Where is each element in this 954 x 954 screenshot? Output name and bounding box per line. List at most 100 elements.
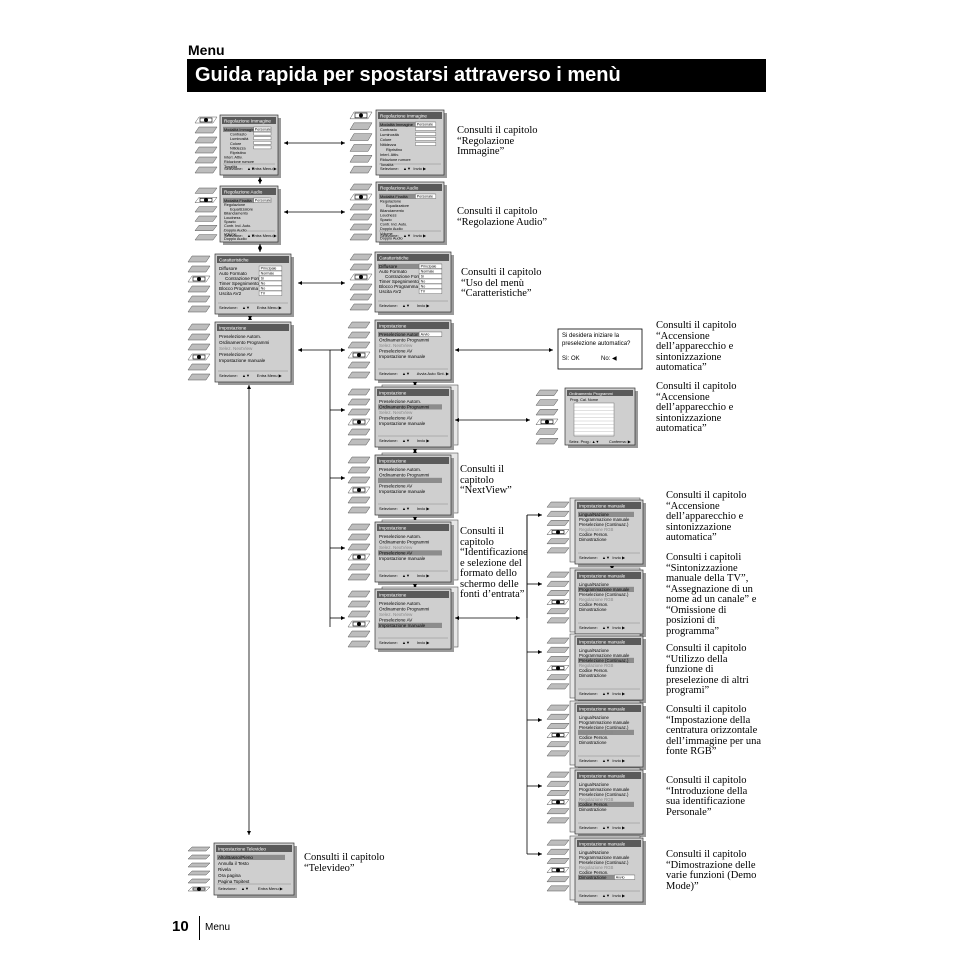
menu-text: Conferma: ▶ — [609, 440, 632, 444]
menu-tab-icon — [194, 187, 218, 194]
menu-text: Programmazione manuale — [579, 720, 630, 725]
footer-section-name: Menu — [205, 922, 231, 933]
menu-icon-strip — [349, 111, 373, 174]
connector-arrowhead — [284, 210, 288, 214]
music-icon-glyph — [359, 195, 363, 199]
connector-arrowhead — [413, 584, 417, 588]
menu-text: Selez. NextView — [379, 478, 413, 483]
menu-text: Lingua/Nazione — [579, 648, 609, 653]
menu-text: Impostazione manuale — [379, 421, 426, 426]
menu-text: Auto Formato — [379, 269, 407, 274]
menu-tab-icon — [349, 155, 373, 163]
menu-text: ▲▼ — [403, 166, 411, 171]
menu-text: Preselezione Autom. — [379, 534, 421, 539]
menu-tab-icon — [546, 790, 570, 796]
menu-tab-icon — [347, 321, 371, 329]
menu-icon-strip — [194, 187, 218, 241]
menu-tab-icon — [349, 213, 373, 221]
menu-tab-icon — [546, 750, 570, 757]
chapter-reference-caption: Consulti il capitolo “Introduzione della… — [666, 775, 748, 818]
chapter-reference-caption: Consulti il capitolo “Accensione dell’ap… — [656, 320, 737, 373]
menu-text: Volume — [224, 233, 237, 237]
menu-text: Uscita AV2 — [379, 289, 402, 294]
menu-text: Regolazione Audio — [224, 190, 263, 195]
menu-frame — [219, 114, 279, 176]
menu-frame — [574, 569, 644, 635]
menu-title-bar — [577, 840, 641, 847]
menu-text: Dimostrazione — [579, 607, 607, 612]
menu-text: Interl. Attiv. — [380, 152, 399, 157]
section-label: Menu — [188, 42, 225, 58]
menu-text: Dimostrazione — [579, 673, 607, 678]
menu-panel: Impostazione manualeLingua/NazioneProgra… — [574, 837, 646, 905]
menu-tab-icon — [546, 704, 570, 711]
menu-text: Selezione: — [379, 573, 398, 578]
menu-highlight — [578, 874, 634, 880]
menu-tab-icon — [347, 573, 371, 581]
menu-tab-icon — [347, 428, 371, 436]
menu-text: ▲▼ — [241, 886, 249, 891]
menu-title-bar — [377, 254, 449, 261]
connector-arrowhead — [284, 141, 288, 145]
menu-text: Preselezione AV — [379, 551, 413, 556]
dialog-frame — [557, 328, 643, 370]
menu-text: Invio ▶ — [417, 303, 431, 308]
menu-tab-icon — [187, 333, 211, 341]
menu-icon-strip — [194, 116, 218, 174]
menu-text: Timer Spegnimento — [379, 279, 419, 284]
menu-text: Si desidera iniziare la — [562, 333, 620, 339]
menu-text: Selezione: — [224, 233, 243, 238]
menu-text: Doppio Audio — [224, 237, 247, 241]
menu-title-bar — [378, 112, 442, 119]
connector-arrowhead — [413, 449, 417, 453]
menu-tab-icon — [349, 183, 373, 191]
menu-tab-icon — [546, 817, 570, 824]
menu-tab-icon — [546, 617, 570, 624]
menu-tab-icon — [349, 203, 373, 211]
connector-arrowhead — [258, 180, 262, 184]
menu-text: Selez. NextView — [379, 545, 413, 550]
menu-highlight — [578, 511, 634, 517]
menu-tab-icon — [349, 293, 373, 301]
menu-highlight — [378, 263, 442, 269]
setup-icon-glyph — [357, 353, 361, 357]
menu-text: Preselezione Autom. — [219, 334, 261, 339]
menu-title-bar — [377, 322, 449, 329]
menu-text: Preselezione (Continuaz.) — [579, 592, 629, 597]
connector-arrowhead — [538, 852, 542, 856]
menu-text: No — [261, 282, 266, 286]
menu-text: Programmazione manuale — [579, 517, 630, 522]
menu-text: Regolazione RGB — [579, 730, 614, 735]
connector-arrowhead — [298, 348, 302, 352]
menu-tab-icon — [194, 156, 218, 164]
menu-text: TV — [261, 292, 266, 296]
menu-tab-icon — [194, 126, 218, 134]
menu-text: Regolazione RGB — [579, 865, 614, 870]
menu-text: Normale — [421, 270, 435, 274]
menu-text: Impostazione — [379, 526, 407, 531]
menu-text: Ordinamento Programmi — [569, 391, 613, 396]
menu-text: ▲▼ — [242, 305, 250, 310]
menu-tab-icon — [349, 253, 373, 261]
menu-text: Lingua/Nazione — [579, 582, 609, 587]
menu-slider — [253, 136, 272, 140]
menu-text: Contrazione Formato — [385, 274, 429, 279]
menu-text: ▲▼ — [403, 233, 411, 238]
menu-tab-icon — [347, 640, 371, 648]
menu-value-box — [614, 874, 636, 880]
menu-text: Riduzione rumore — [380, 157, 411, 162]
menu-tab-icon — [546, 656, 570, 662]
menu-tab-icon — [194, 166, 218, 174]
menu-text: Impostazione — [379, 324, 407, 329]
menu-text: Selezione: — [579, 691, 598, 696]
menu-text: Preselezione (Continuaz.) — [579, 658, 629, 663]
menu-text: Diffusore — [379, 264, 398, 269]
menu-text: No — [421, 285, 426, 289]
menu-text: Bilanciamento — [224, 212, 248, 216]
menu-tab-icon — [347, 610, 371, 618]
